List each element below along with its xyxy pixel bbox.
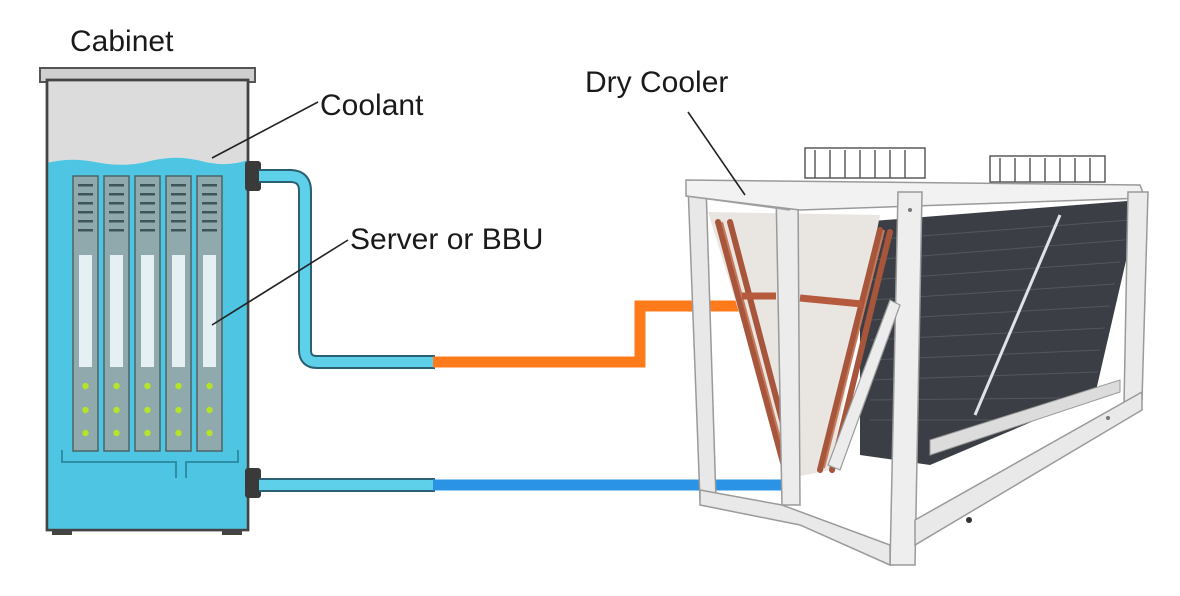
server-blade [103,175,130,452]
server-blade [72,175,99,452]
coolant-leader-line [211,101,319,159]
hot-pipe [433,300,775,368]
server-label: Server or BBU [350,223,544,256]
server-blade-icon [72,175,223,452]
hot-pipe-cabinet-section [259,169,435,369]
dry-cooler-label: Dry Cooler [585,66,729,99]
cabinet-label: Cabinet [70,25,174,58]
server-blade [165,175,192,452]
dry-cooler-leader-line [687,111,746,196]
server-blade [134,175,161,452]
server-leader-line [211,239,349,326]
server-blade [196,175,223,452]
coolant-label: Coolant [320,89,424,122]
dry-cooler-unit-icon [685,147,1149,567]
